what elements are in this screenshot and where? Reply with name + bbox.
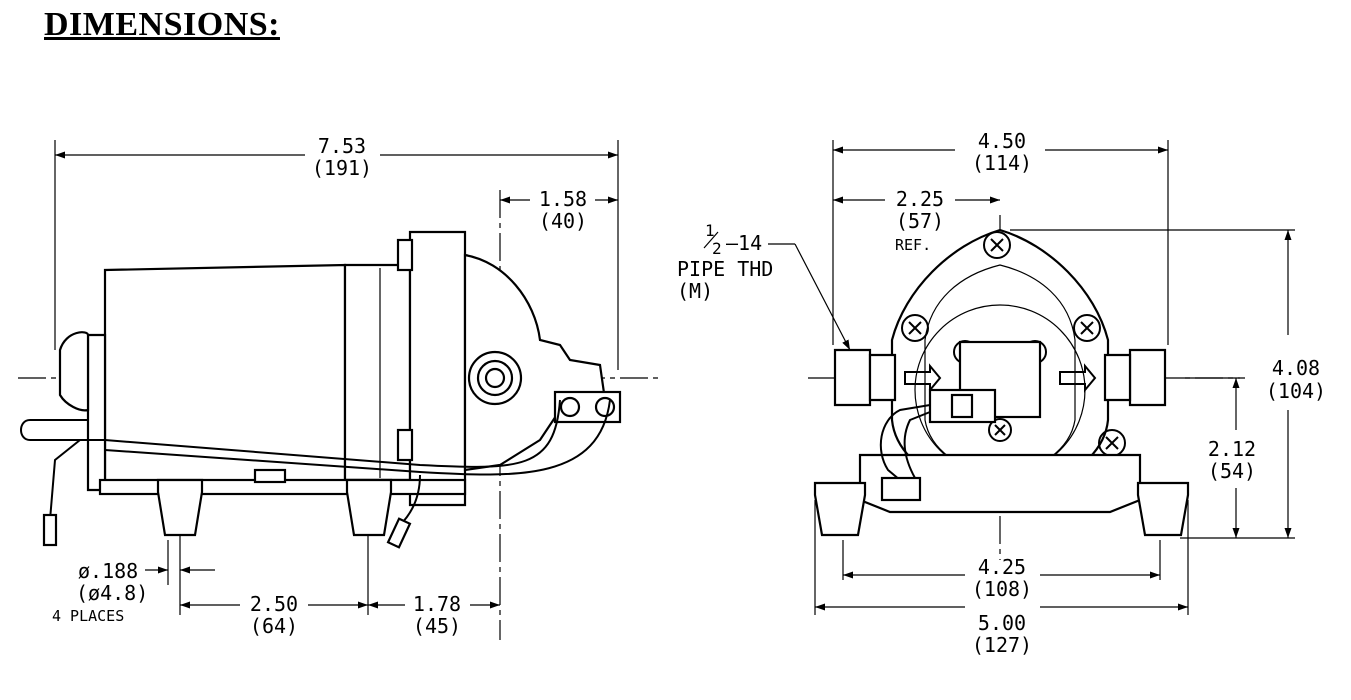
svg-text:–14: –14	[726, 231, 762, 255]
svg-text:2: 2	[712, 239, 722, 258]
inlet-port	[833, 348, 872, 407]
pipe-thread-callout: 1 2 –14 PIPE THD (M)	[677, 221, 851, 351]
outlet-port-front	[1128, 348, 1167, 407]
dim-foot-spacing-front-metric: (108)	[972, 577, 1032, 601]
dim-outlet-offset: 1.58	[539, 187, 587, 211]
dim-port-width: 4.50	[978, 129, 1026, 153]
page-title: DIMENSIONS:	[44, 6, 280, 43]
side-view: 7.53 (191) 1.58 (40) ø.188 (ø4.8) 4 PLAC…	[18, 134, 662, 640]
svg-text:1: 1	[705, 221, 715, 240]
dim-mount-hole: ø.188	[78, 559, 138, 583]
dim-port-height: 2.12	[1208, 437, 1256, 461]
wire-lead	[20, 399, 561, 468]
dim-overall-height: 4.08	[1272, 356, 1320, 380]
dim-foot-spacing-metric: (64)	[250, 614, 298, 638]
dim-port-height-metric: (54)	[1208, 459, 1256, 483]
svg-text:PIPE THD: PIPE THD	[677, 257, 773, 281]
dim-foot-spacing-front: 4.25	[978, 555, 1026, 579]
side-foot-left	[156, 478, 204, 537]
wire-connector	[880, 476, 922, 502]
dim-half-width-note: REF.	[895, 236, 931, 254]
motor-end-cap	[58, 331, 90, 412]
side-foot-right	[345, 478, 393, 537]
dim-mount-hole-metric: (ø4.8)	[76, 581, 148, 605]
dim-outlet-offset-metric: (40)	[539, 209, 587, 233]
dim-port-width-metric: (114)	[972, 151, 1032, 175]
dim-mount-hole-note: 4 PLACES	[52, 607, 124, 625]
dim-overall-length-metric: (191)	[312, 156, 372, 180]
front-view: 4.50 (114) 2.25 (57) REF. 1 2 –14 PIPE T…	[677, 129, 1326, 657]
dim-half-width-metric: (57)	[896, 209, 944, 233]
dim-foot-spacing: 2.50	[250, 592, 298, 616]
dim-overall-length: 7.53	[318, 134, 366, 158]
pump-flange	[408, 230, 467, 507]
front-foot-right	[1136, 481, 1190, 537]
svg-text:(M): (M)	[677, 279, 713, 303]
front-foot-left	[813, 481, 867, 537]
dim-foot-to-outlet-metric: (45)	[413, 614, 461, 638]
dim-half-width: 2.25	[896, 187, 944, 211]
dim-base-width-metric: (127)	[972, 633, 1032, 657]
dim-base-width: 5.00	[978, 611, 1026, 635]
dim-foot-to-outlet: 1.78	[413, 592, 461, 616]
dim-overall-height-metric: (104)	[1266, 379, 1326, 403]
